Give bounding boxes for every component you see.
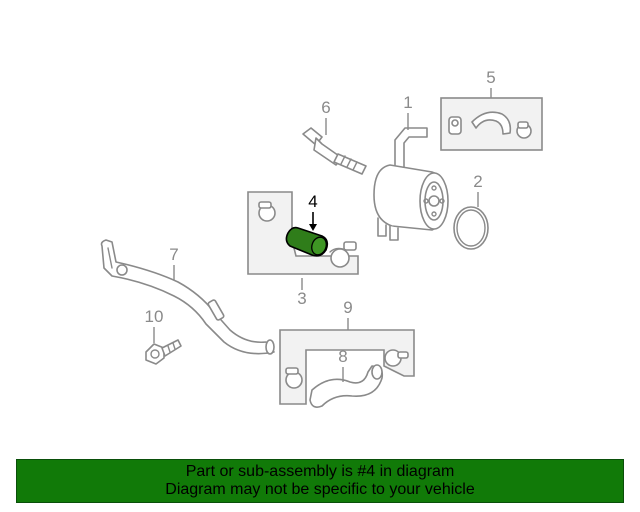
part-1-oil-cooler	[373, 127, 449, 241]
svg-text:1: 1	[403, 93, 412, 112]
svg-text:4: 4	[308, 192, 317, 211]
part-2-o-ring	[453, 206, 489, 250]
callout-5: 5	[486, 68, 496, 98]
part-10-bolt	[145, 339, 182, 365]
callout-1: 1	[403, 93, 413, 130]
svg-text:3: 3	[297, 289, 306, 308]
callout-8: 8	[338, 347, 348, 382]
banner-line-2: Diagram may not be specific to your vehi…	[165, 481, 475, 498]
part-5-hose-kit	[440, 97, 543, 151]
svg-text:10: 10	[145, 307, 164, 326]
banner-line-1: Part or sub-assembly is #4 in diagram	[185, 463, 455, 480]
svg-text:9: 9	[343, 298, 352, 317]
callout-10: 10	[145, 307, 164, 343]
part-8-hose	[309, 364, 384, 408]
part-4-hose[interactable]	[285, 226, 329, 257]
callout-3: 3	[297, 278, 307, 308]
svg-text:2: 2	[473, 172, 482, 191]
part-7-pipe	[100, 239, 275, 355]
part-3-hose-kit	[247, 191, 359, 275]
part-6-bolt	[302, 127, 367, 175]
svg-text:8: 8	[338, 347, 347, 366]
svg-text:6: 6	[321, 98, 330, 117]
callout-7: 7	[169, 245, 179, 280]
part-9-hose-kit	[279, 329, 415, 405]
callout-2: 2	[473, 172, 483, 207]
svg-text:7: 7	[169, 245, 178, 264]
info-banner: Part or sub-assembly is #4 in diagram Di…	[16, 459, 624, 503]
svg-text:5: 5	[486, 68, 495, 87]
callout-4: 4	[308, 192, 318, 231]
callout-9: 9	[343, 298, 353, 330]
callout-6: 6	[321, 98, 331, 135]
